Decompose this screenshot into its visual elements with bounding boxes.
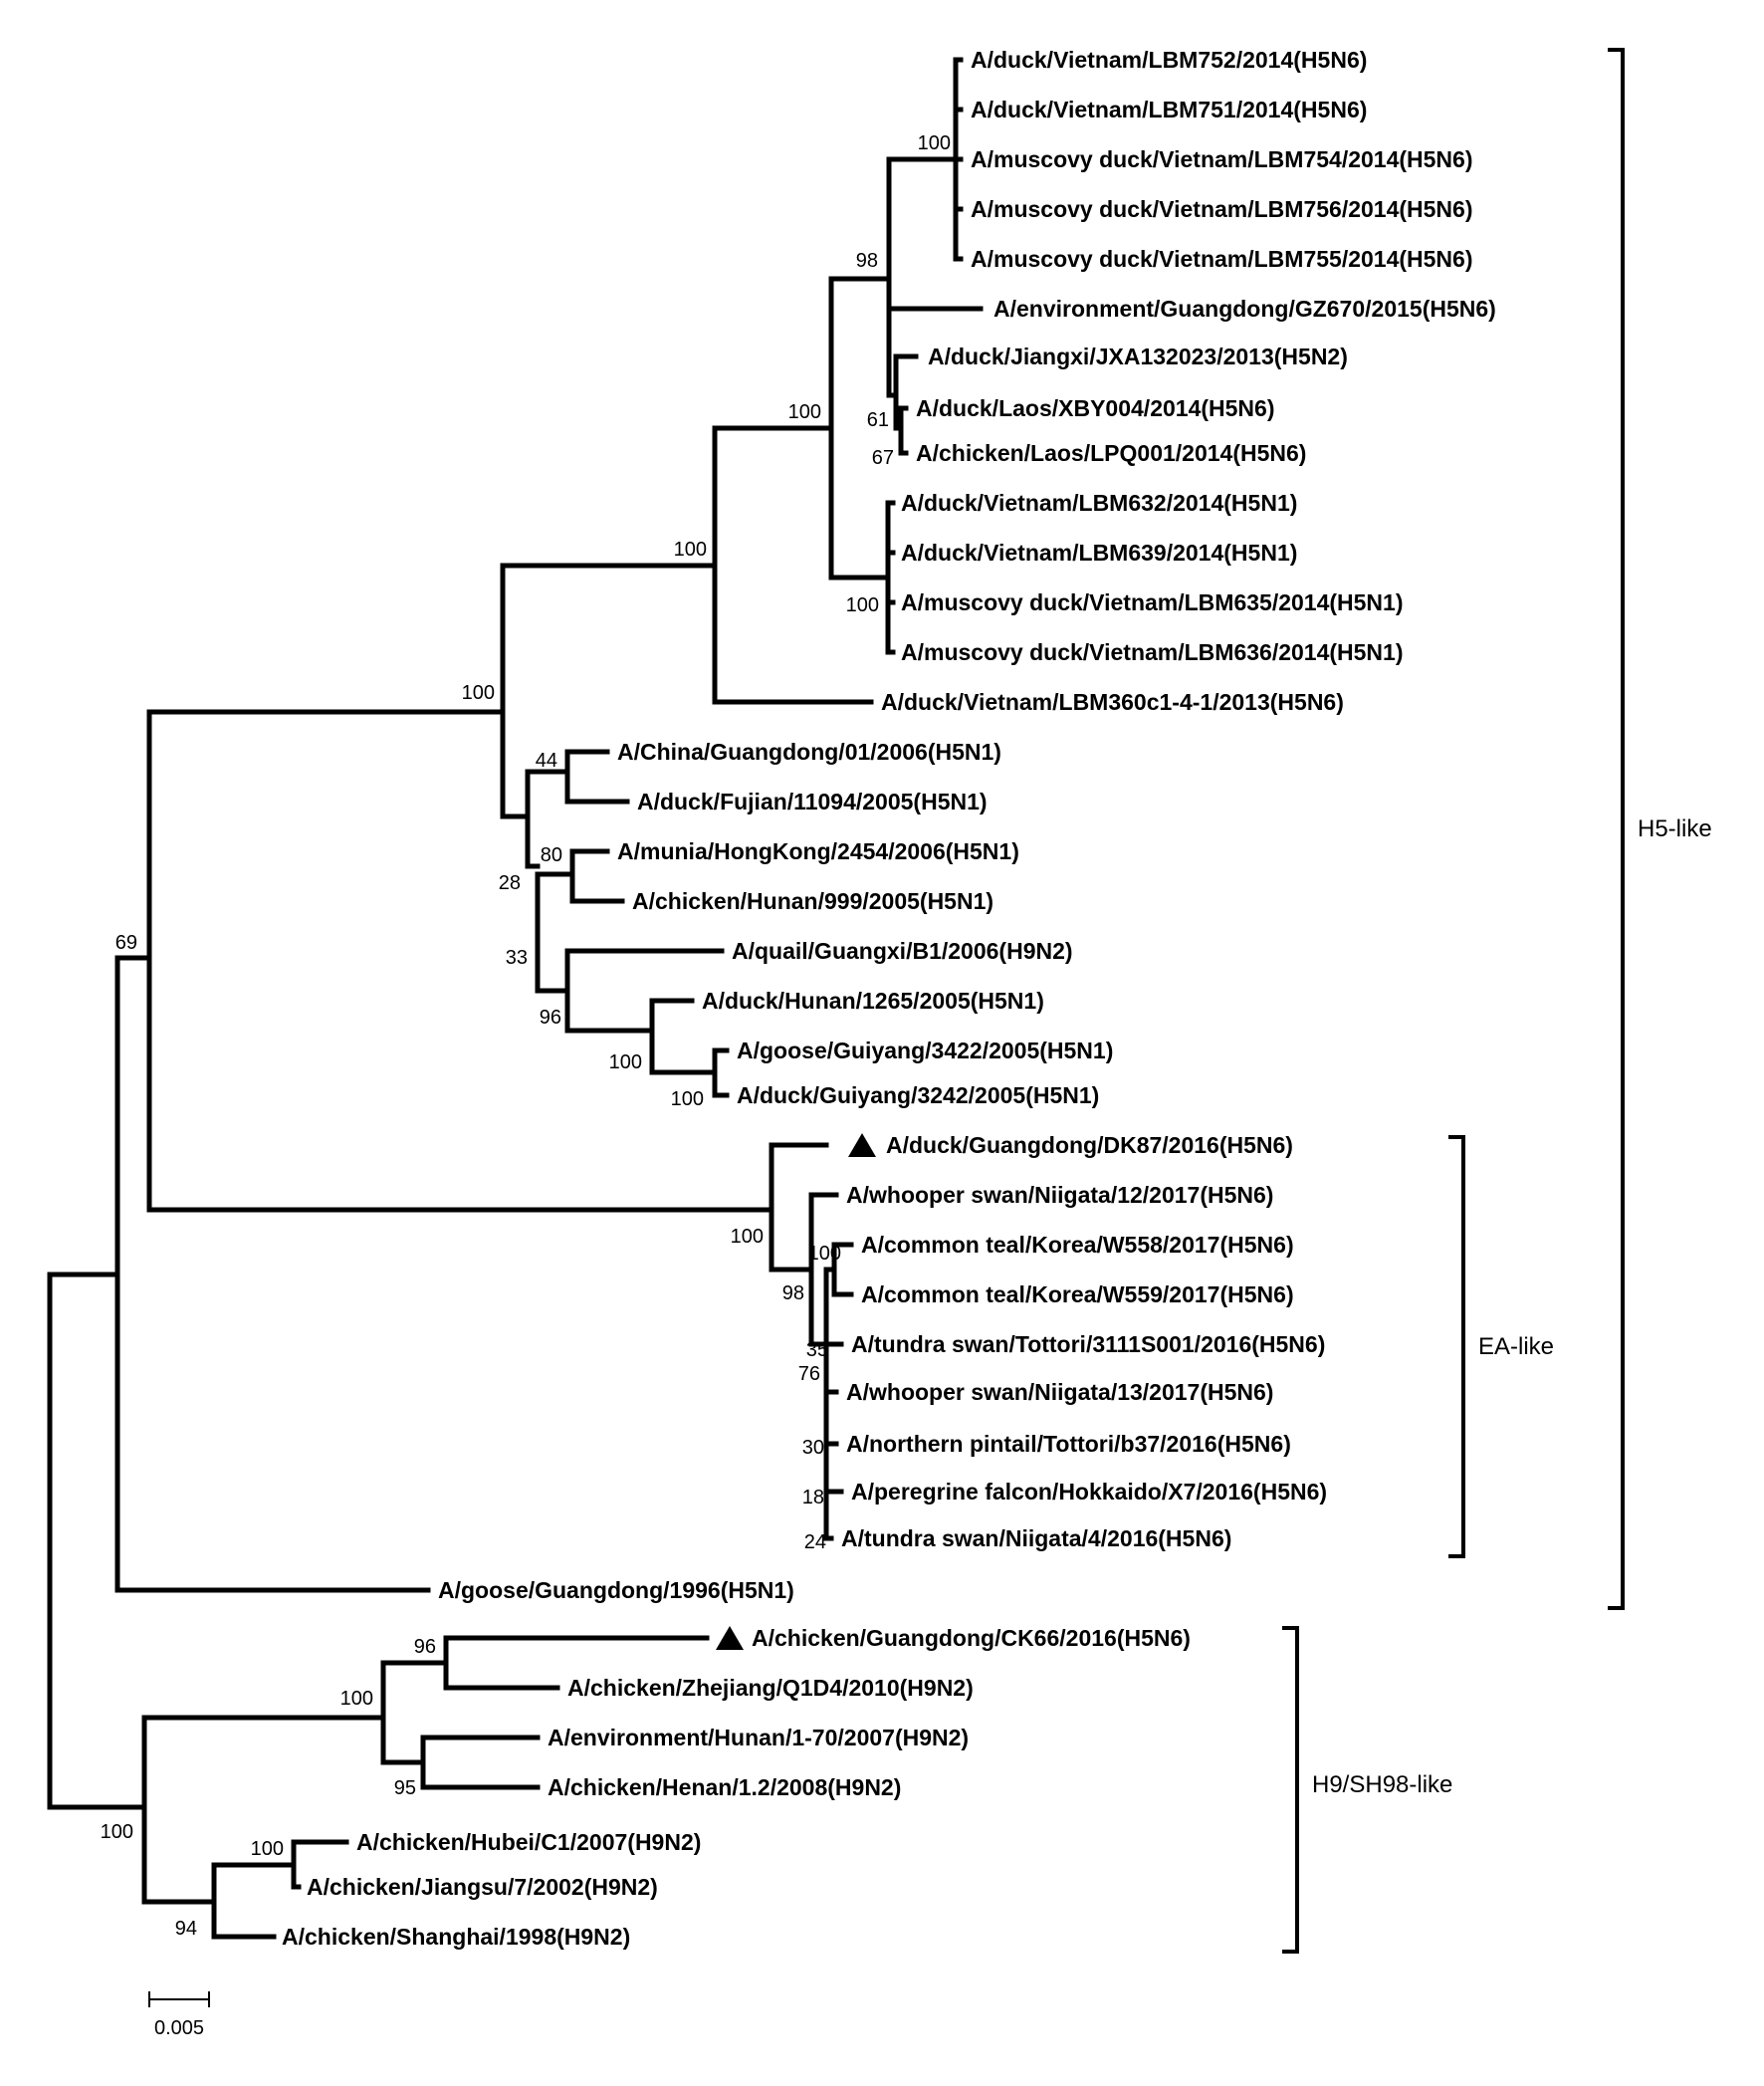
taxon-label: A/muscovy duck/Vietnam/LBM636/2014(H5N1)	[901, 639, 1404, 665]
bootstrap-value: 80	[541, 844, 562, 866]
bootstrap-value: 100	[674, 539, 707, 561]
bootstrap-value: 100	[918, 132, 951, 154]
bootstrap-value: 100	[251, 1838, 284, 1860]
taxon-label: A/chicken/Shanghai/1998(H9N2)	[282, 1924, 630, 1950]
taxon-label: A/duck/Hunan/1265/2005(H5N1)	[702, 988, 1044, 1014]
tree-branches	[47, 57, 984, 1940]
h9-sh98-like-bracket	[1282, 1626, 1299, 1954]
taxon-label: A/muscovy duck/Vietnam/LBM754/2014(H5N6)	[971, 146, 1473, 172]
taxon-label: A/chicken/Hunan/999/2005(H5N1)	[632, 888, 993, 914]
bootstrap-value: 44	[536, 750, 557, 772]
bootstrap-value: 96	[540, 1007, 561, 1029]
taxon-label: A/common teal/Korea/W558/2017(H5N6)	[861, 1232, 1294, 1258]
bootstrap-value: 76	[798, 1363, 820, 1385]
taxon-label: A/environment/Guangdong/GZ670/2015(H5N6)	[993, 296, 1496, 322]
h5-like-bracket	[1608, 48, 1625, 1610]
bootstrap-value: 95	[394, 1777, 416, 1799]
ea-like-bracket	[1448, 1135, 1465, 1558]
triangle-marker-icon	[848, 1133, 876, 1157]
taxon-label: A/quail/Guangxi/B1/2006(H9N2)	[732, 938, 1073, 964]
taxon-label: A/duck/Vietnam/LBM360c1-4-1/2013(H5N6)	[881, 689, 1344, 715]
bootstrap-value: 100	[788, 401, 821, 423]
bootstrap-value: 100	[808, 1243, 841, 1265]
taxon-label: A/chicken/Jiangsu/7/2002(H9N2)	[307, 1874, 658, 1900]
taxon-label: A/chicken/Henan/1.2/2008(H9N2)	[548, 1774, 901, 1800]
bootstrap-value: 67	[872, 447, 894, 469]
bootstrap-value: 28	[499, 872, 521, 894]
clade-label-h9-sh98-like: H9/SH98-like	[1312, 1771, 1452, 1798]
taxon-label: A/duck/Guangdong/DK87/2016(H5N6)	[886, 1132, 1293, 1158]
bootstrap-value: 100	[609, 1051, 642, 1073]
bootstrap-value: 100	[731, 1226, 764, 1248]
bootstrap-value: 24	[804, 1531, 826, 1553]
taxon-label: A/muscovy duck/Vietnam/LBM756/2014(H5N6)	[971, 196, 1473, 222]
taxon-label: A/duck/Vietnam/LBM751/2014(H5N6)	[971, 97, 1367, 122]
taxon-label: A/tundra swan/Tottori/3111S001/2016(H5N6…	[851, 1331, 1325, 1357]
bootstrap-value: 18	[802, 1487, 824, 1508]
bootstrap-value: 100	[340, 1688, 373, 1710]
clade-label-h5-like: H5-like	[1638, 815, 1712, 842]
taxon-label: A/duck/Vietnam/LBM752/2014(H5N6)	[971, 47, 1367, 73]
bootstrap-value: 100	[462, 682, 495, 704]
bootstrap-value: 69	[115, 932, 137, 954]
bootstrap-value: 94	[175, 1918, 197, 1940]
taxon-label: A/whooper swan/Niigata/12/2017(H5N6)	[846, 1182, 1273, 1208]
taxon-labels: A/duck/Vietnam/LBM752/2014(H5N6) A/duck/…	[282, 47, 1496, 1950]
taxon-label: A/duck/Guiyang/3242/2005(H5N1)	[737, 1082, 1099, 1108]
taxon-label: A/chicken/Guangdong/CK66/2016(H5N6)	[752, 1625, 1191, 1651]
taxon-label: A/chicken/Laos/LPQ001/2014(H5N6)	[916, 440, 1306, 466]
taxon-label: A/chicken/Zhejiang/Q1D4/2010(H9N2)	[567, 1675, 974, 1701]
bootstrap-value: 98	[856, 250, 878, 272]
bootstrap-value: 35	[806, 1339, 828, 1361]
taxon-label: A/duck/Vietnam/LBM632/2014(H5N1)	[901, 490, 1297, 516]
clade-label-ea-like: EA-like	[1478, 1333, 1554, 1360]
taxon-label: A/whooper swan/Niigata/13/2017(H5N6)	[846, 1379, 1273, 1405]
taxon-label: A/common teal/Korea/W559/2017(H5N6)	[861, 1281, 1294, 1307]
bootstrap-value: 100	[101, 1821, 133, 1843]
taxon-label: A/tundra swan/Niigata/4/2016(H5N6)	[841, 1525, 1231, 1551]
taxon-label: A/chicken/Hubei/C1/2007(H9N2)	[356, 1829, 701, 1855]
triangle-marker-icon	[716, 1626, 744, 1650]
taxon-label: A/peregrine falcon/Hokkaido/X7/2016(H5N6…	[851, 1479, 1327, 1505]
taxon-label: A/duck/Fujian/11094/2005(H5N1)	[637, 789, 988, 814]
bootstrap-value: 96	[414, 1636, 436, 1658]
taxon-label: A/muscovy duck/Vietnam/LBM755/2014(H5N6)	[971, 246, 1473, 272]
highlight-markers	[716, 1133, 876, 1650]
taxon-label: A/environment/Hunan/1-70/2007(H9N2)	[548, 1725, 969, 1750]
taxon-label: A/duck/Vietnam/LBM639/2014(H5N1)	[901, 540, 1297, 566]
taxon-label: A/munia/HongKong/2454/2006(H5N1)	[617, 838, 1019, 864]
clade-brackets: H5-like EA-like H9/SH98-like	[1282, 48, 1712, 1954]
taxon-label: A/northern pintail/Tottori/b37/2016(H5N6…	[846, 1431, 1291, 1457]
taxon-label: A/duck/Laos/XBY004/2014(H5N6)	[916, 395, 1275, 421]
taxon-label: A/China/Guangdong/01/2006(H5N1)	[617, 739, 1001, 765]
bootstrap-value: 100	[671, 1088, 704, 1110]
scale-bar-label: 0.005	[154, 2017, 204, 2039]
taxon-label: A/goose/Guangdong/1996(H5N1)	[438, 1577, 794, 1603]
taxon-label: A/duck/Jiangxi/JXA132023/2013(H5N2)	[928, 344, 1348, 369]
scale-bar: 0.005	[148, 1991, 210, 2039]
bootstrap-value: 30	[802, 1437, 824, 1459]
bootstrap-value: 100	[846, 594, 879, 616]
bootstrap-value: 33	[506, 947, 528, 969]
bootstrap-value: 61	[867, 409, 889, 431]
taxon-label: A/muscovy duck/Vietnam/LBM635/2014(H5N1)	[901, 589, 1404, 615]
taxon-label: A/goose/Guiyang/3422/2005(H5N1)	[737, 1038, 1113, 1063]
bootstrap-value: 98	[782, 1282, 804, 1304]
bootstrap-values: 100 98 61 67 100 100 100 100 44 80 28 33…	[101, 132, 951, 1940]
